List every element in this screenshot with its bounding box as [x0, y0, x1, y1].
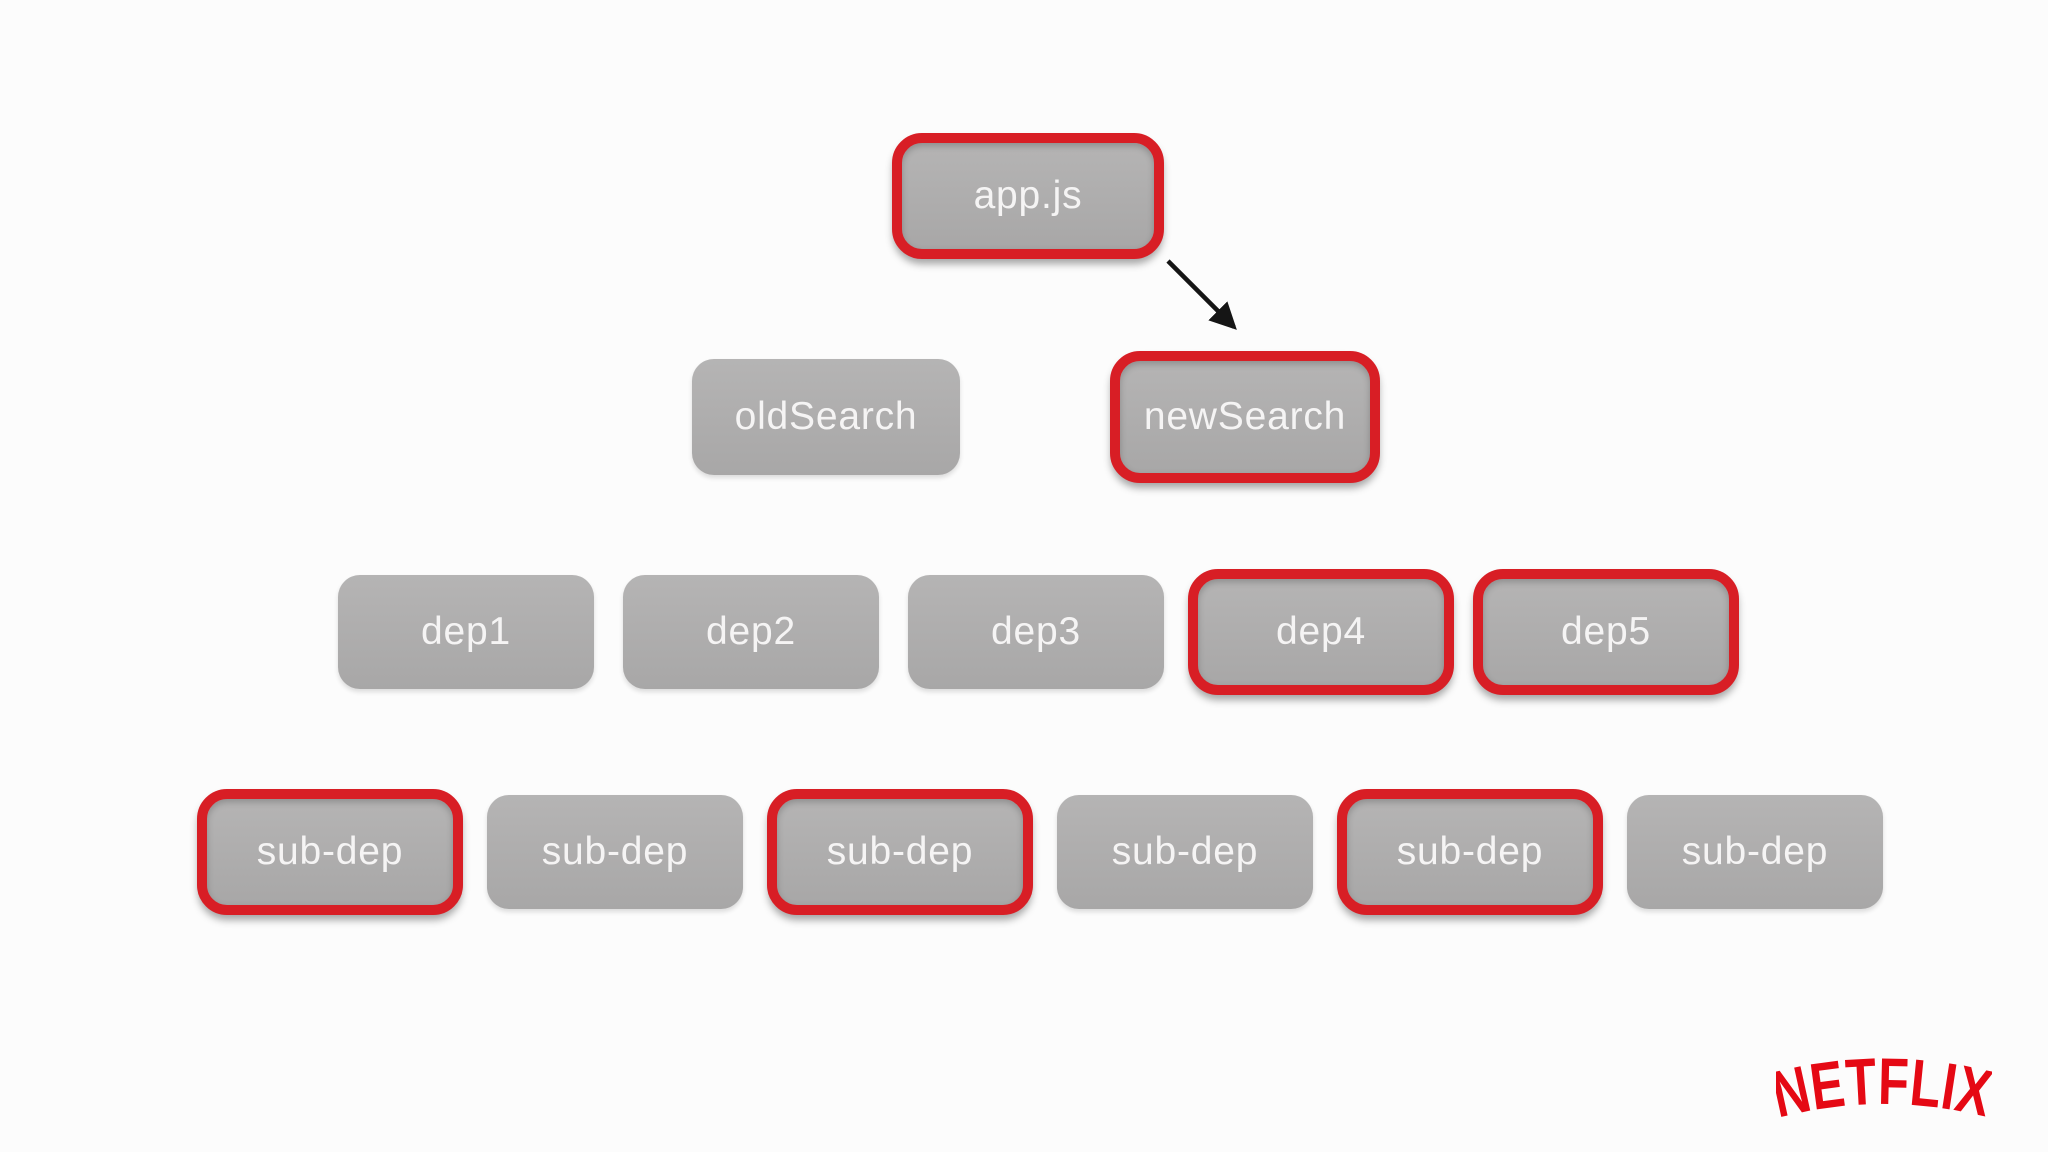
node-label: sub-dep: [1111, 830, 1259, 873]
node-label: dep3: [991, 610, 1081, 653]
node-label: sub-dep: [541, 830, 689, 873]
node-sub-dep-2: sub-dep: [487, 795, 743, 909]
node-dep3: dep3: [908, 575, 1164, 689]
node-label: sub-dep: [1396, 830, 1544, 873]
netflix-logo: NETFLIX: [1776, 1046, 1992, 1120]
node-dep1: dep1: [338, 575, 594, 689]
node-dep4: dep4: [1188, 569, 1454, 695]
node-label: dep4: [1276, 610, 1366, 653]
node-sub-dep-5: sub-dep: [1337, 789, 1603, 915]
node-sub-dep-3: sub-dep: [767, 789, 1033, 915]
node-sub-dep-4: sub-dep: [1057, 795, 1313, 909]
node-app-js: app.js: [892, 133, 1164, 259]
node-new-search: newSearch: [1110, 351, 1380, 483]
node-label: dep5: [1561, 610, 1651, 653]
node-label: newSearch: [1143, 395, 1347, 438]
node-sub-dep-6: sub-dep: [1627, 795, 1883, 909]
node-dep2: dep2: [623, 575, 879, 689]
node-label: oldSearch: [734, 395, 918, 438]
node-label: dep1: [421, 610, 511, 653]
netflix-logo-text: NETFLIX: [1776, 1046, 1992, 1120]
node-label: dep2: [706, 610, 796, 653]
node-label: sub-dep: [1681, 830, 1829, 873]
node-label: sub-dep: [256, 830, 404, 873]
node-old-search: oldSearch: [692, 359, 960, 475]
node-dep5: dep5: [1473, 569, 1739, 695]
node-sub-dep-1: sub-dep: [197, 789, 463, 915]
node-label: sub-dep: [826, 830, 974, 873]
node-label: app.js: [973, 174, 1083, 217]
